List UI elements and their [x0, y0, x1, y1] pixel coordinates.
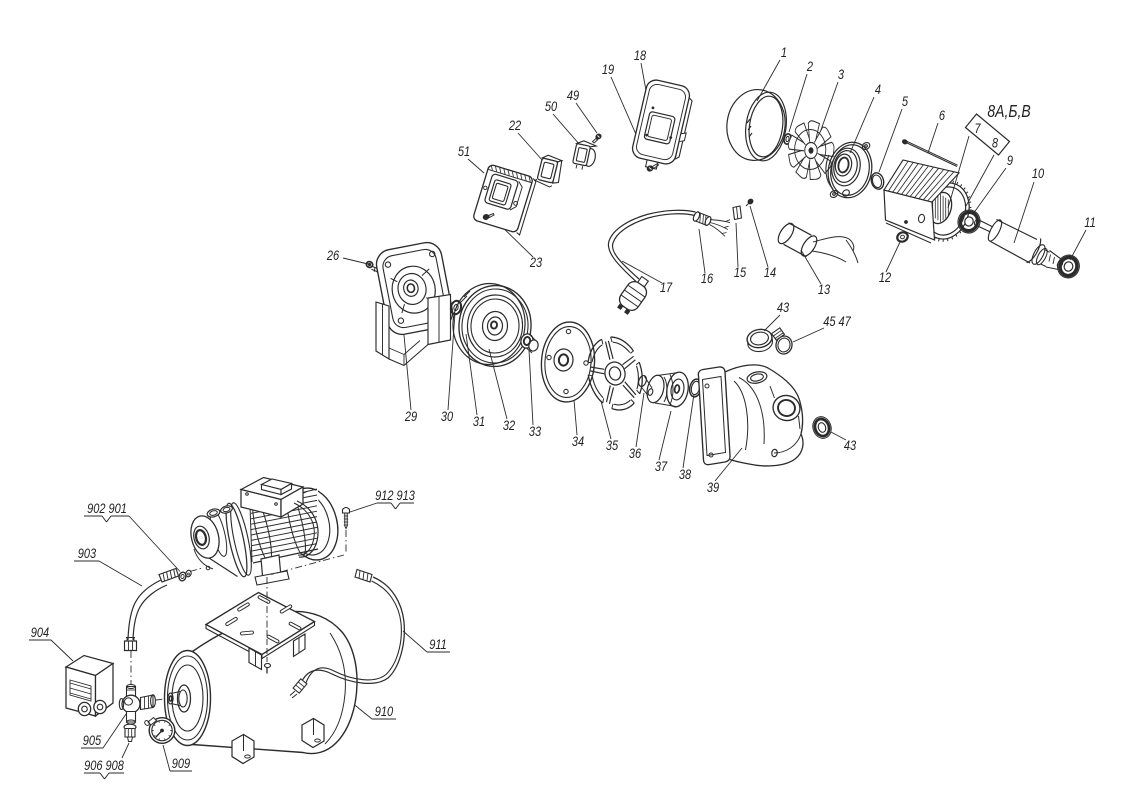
svg-text:18: 18 [634, 48, 646, 63]
svg-text:38: 38 [679, 467, 691, 482]
svg-text:36: 36 [629, 446, 641, 461]
svg-text:14: 14 [764, 265, 776, 280]
svg-text:51: 51 [458, 144, 470, 159]
svg-text:34: 34 [572, 434, 584, 449]
svg-text:904: 904 [31, 625, 49, 640]
svg-text:11: 11 [1084, 215, 1095, 230]
svg-text:902 901: 902 901 [87, 501, 127, 516]
svg-text:12: 12 [879, 270, 891, 285]
svg-text:15: 15 [734, 265, 746, 280]
svg-text:37: 37 [655, 459, 668, 474]
svg-text:23: 23 [529, 255, 542, 270]
svg-text:906 908: 906 908 [84, 758, 124, 773]
svg-text:911: 911 [429, 637, 447, 652]
svg-text:30: 30 [441, 409, 453, 424]
svg-text:50: 50 [545, 99, 557, 114]
svg-text:33: 33 [529, 424, 541, 439]
svg-text:9: 9 [1007, 153, 1013, 168]
svg-text:32: 32 [503, 418, 515, 433]
svg-text:26: 26 [326, 248, 339, 263]
svg-text:39: 39 [707, 480, 719, 495]
svg-text:910: 910 [375, 704, 393, 719]
svg-text:22: 22 [508, 118, 521, 133]
svg-text:17: 17 [660, 280, 673, 295]
svg-text:35: 35 [606, 438, 618, 453]
svg-text:905: 905 [83, 733, 101, 748]
svg-text:6: 6 [939, 108, 945, 123]
svg-text:903: 903 [78, 546, 96, 561]
svg-text:19: 19 [602, 62, 614, 77]
svg-text:8А,Б,В: 8А,Б,В [987, 103, 1031, 122]
svg-text:5: 5 [902, 94, 908, 109]
svg-text:16: 16 [701, 271, 713, 286]
svg-text:4: 4 [875, 82, 881, 97]
svg-text:43: 43 [844, 438, 856, 453]
svg-text:10: 10 [1032, 166, 1044, 181]
svg-text:49: 49 [567, 88, 579, 103]
svg-text:29: 29 [404, 409, 417, 424]
svg-text:3: 3 [838, 67, 844, 82]
svg-text:45 47: 45 47 [823, 314, 852, 329]
svg-text:13: 13 [818, 282, 830, 297]
svg-text:1: 1 [781, 45, 787, 60]
svg-text:912 913: 912 913 [375, 488, 415, 503]
svg-text:8: 8 [992, 135, 998, 150]
svg-text:2: 2 [806, 59, 813, 74]
svg-text:909: 909 [172, 756, 190, 771]
svg-text:7: 7 [974, 121, 981, 136]
svg-text:43: 43 [777, 300, 789, 315]
svg-text:31: 31 [473, 414, 485, 429]
